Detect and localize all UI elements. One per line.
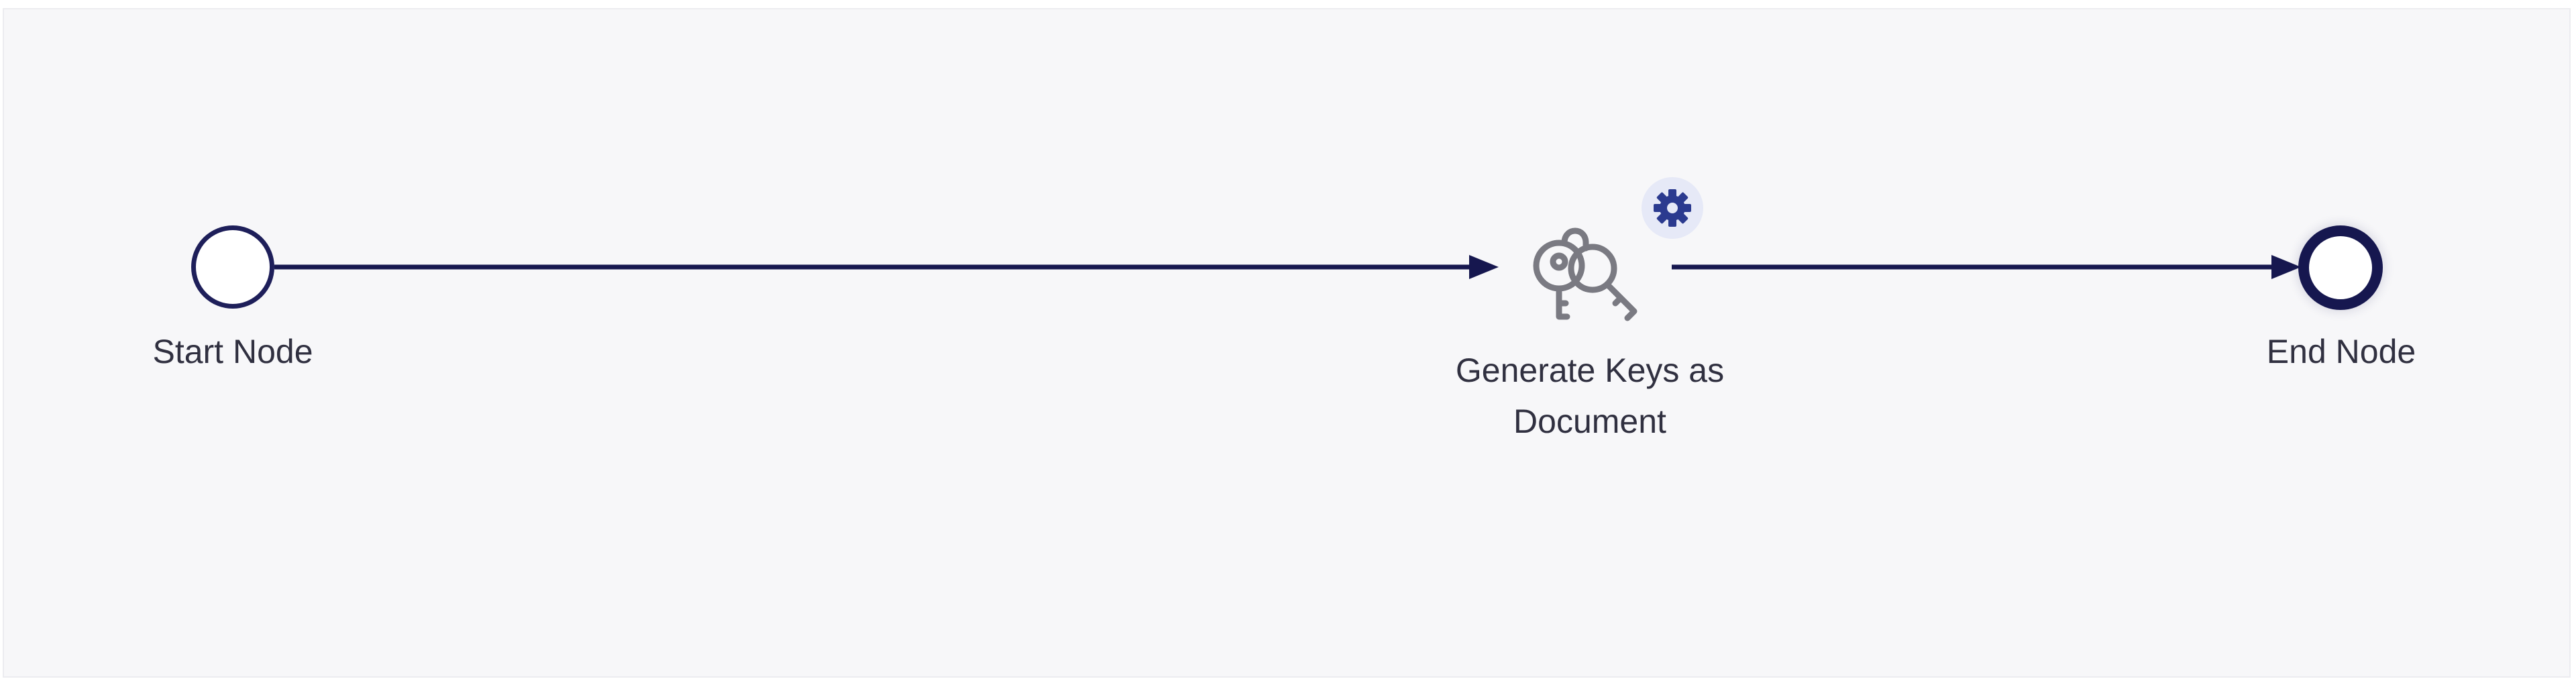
gear-icon — [1654, 189, 1691, 227]
edge-start-to-task[interactable] — [274, 255, 1499, 279]
task-node-label-line2: Document — [1513, 403, 1666, 440]
workflow-canvas[interactable] — [3, 8, 2571, 678]
end-node[interactable] — [2298, 225, 2383, 310]
edge-arrowhead — [1469, 255, 1499, 279]
task-settings-button[interactable] — [1642, 177, 1703, 239]
keys-icon — [1533, 227, 1638, 321]
end-node-label: End Node — [2266, 333, 2416, 370]
start-node[interactable] — [191, 225, 274, 309]
task-node-label-line1: Generate Keys as — [1455, 352, 1725, 389]
task-node-label: Generate Keys as Document — [1355, 345, 1825, 447]
edge-task-to-end[interactable] — [1672, 255, 2301, 279]
edge-arrowhead — [2271, 255, 2301, 279]
task-node-generate-keys[interactable] — [1503, 201, 1657, 335]
start-node-label: Start Node — [152, 333, 313, 370]
